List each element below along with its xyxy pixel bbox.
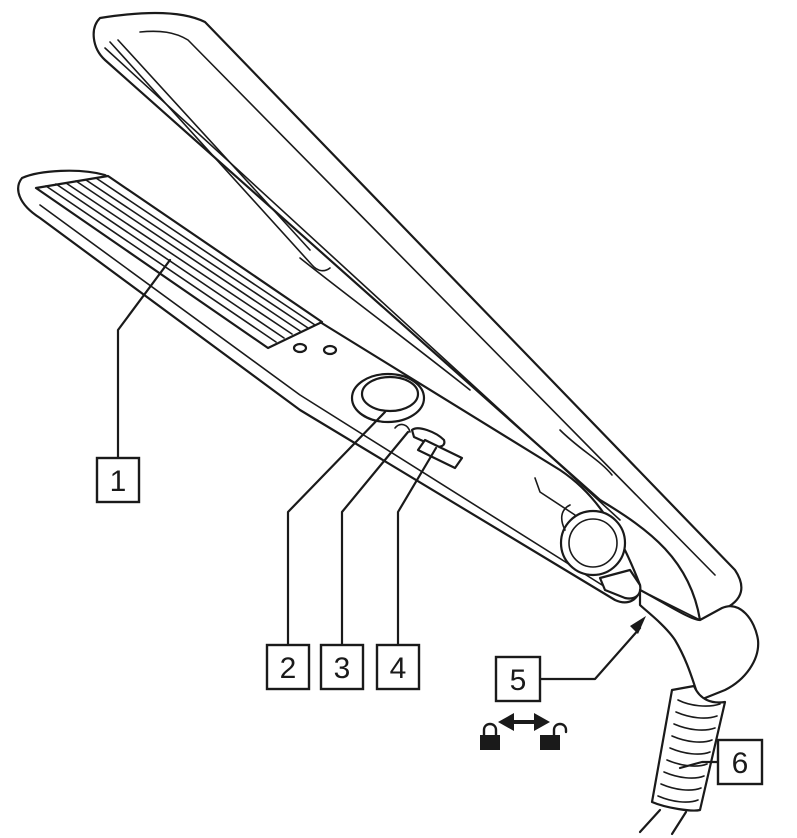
leader-arrowhead-5 <box>630 616 646 634</box>
temperature-dial <box>352 374 424 422</box>
callout-5: 5 <box>496 657 540 701</box>
lock-open-icon <box>540 724 566 750</box>
callout-label-4: 4 <box>390 652 407 685</box>
callout-label-6: 6 <box>732 747 749 780</box>
callout-1: 1 <box>97 458 139 502</box>
callout-2: 2 <box>267 645 309 689</box>
lock-indicator <box>480 713 566 750</box>
callout-3: 3 <box>321 645 363 689</box>
double-arrow-icon <box>498 713 550 731</box>
leader-line-5 <box>540 628 640 679</box>
callout-6: 6 <box>718 740 762 784</box>
callout-label-5: 5 <box>510 664 527 697</box>
callout-label-1: 1 <box>110 465 127 498</box>
cord-strain-relief <box>640 686 725 834</box>
callout-4: 4 <box>377 645 419 689</box>
lock-closed-icon <box>480 724 500 750</box>
callout-label-3: 3 <box>334 652 351 685</box>
callout-label-2: 2 <box>280 652 297 685</box>
